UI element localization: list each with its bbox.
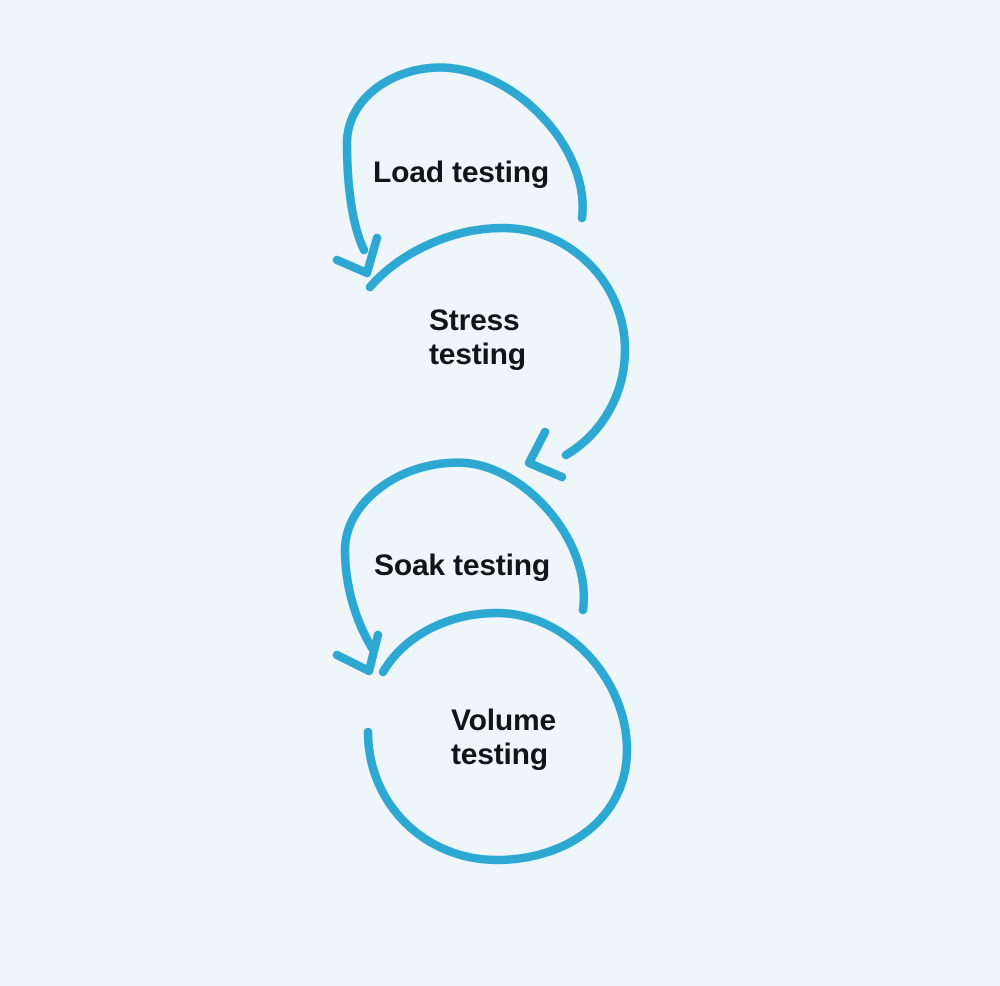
volume-testing-label: Volume testing — [451, 704, 556, 772]
stress-testing-loop-arc — [365, 223, 630, 460]
soak-testing-label: Soak testing — [374, 549, 550, 583]
label-line: Stress — [429, 304, 520, 337]
load-to-stress-arrowhead-icon — [332, 233, 382, 278]
stress-testing-label: Stress testing — [429, 304, 526, 372]
label-line: Volume — [451, 704, 556, 737]
load-testing-label: Load testing — [373, 156, 549, 190]
label-line: testing — [451, 738, 548, 771]
label-line: Load testing — [373, 156, 549, 189]
soak-to-volume-arrowhead-icon — [332, 630, 383, 676]
soak-testing-loop-arc — [340, 458, 589, 653]
label-line: testing — [429, 338, 526, 371]
volume-testing-loop-arc — [363, 608, 632, 865]
load-testing-loop-arc — [342, 63, 587, 255]
label-line: Soak testing — [374, 549, 550, 582]
stress-to-soak-arrowhead-icon — [524, 427, 567, 482]
loop-arrows-group — [332, 63, 632, 865]
